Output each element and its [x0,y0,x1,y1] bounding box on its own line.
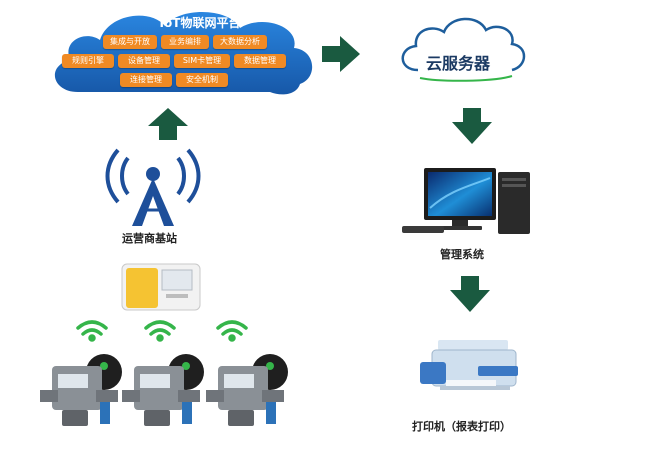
module-connection-management: 连接管理 [120,73,172,87]
computer-icon [402,168,530,234]
dtu-module-icon [121,263,201,311]
arrow-up-to-platform [148,108,188,140]
management-system-label: 管理系统 [440,248,484,261]
module-business-orchestration: 业务编排 [161,35,209,49]
arrow-down-to-printer [450,276,490,312]
arrow-right-to-server [322,36,360,72]
module-big-data-analysis: 大数据分析 [213,35,267,49]
water-meter-3 [206,354,288,426]
wifi-signal-1 [76,320,108,342]
platform-title: IoT物联网平台 [159,16,241,30]
cell-tower-icon [105,148,201,226]
printer-icon [420,340,518,390]
iot-platform-cloud [54,11,313,95]
module-integration-open: 集成与开放 [103,35,157,49]
printer-label: 打印机（报表打印） [412,420,511,433]
module-rule-engine: 规则引擎 [62,54,114,68]
wifi-signal-3 [216,320,248,342]
arrow-down-to-management [452,108,492,144]
module-data-management: 数据管理 [234,54,286,68]
base-station-label: 运营商基站 [122,232,177,245]
cloud-server-label: 云服务器 [426,54,491,73]
module-security: 安全机制 [176,73,228,87]
water-meter-2 [122,354,204,426]
module-device-management: 设备管理 [118,54,170,68]
wifi-signal-2 [144,320,176,342]
water-meter-1 [40,354,122,426]
module-sim-management: SIM卡管理 [174,54,230,68]
cloud-server-icon [401,17,526,82]
